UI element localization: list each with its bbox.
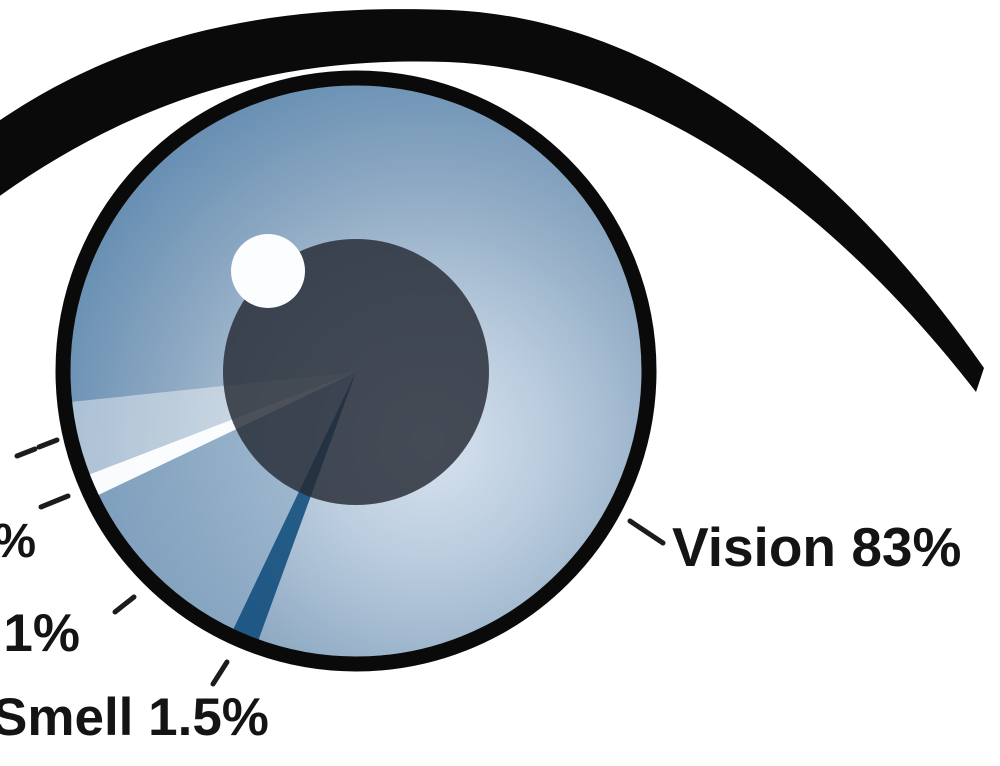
- leader-cutoff-label: [14, 437, 60, 459]
- highlight-icon: [231, 234, 305, 308]
- leader-1pct-fragment: [112, 594, 137, 615]
- leader-smell: [210, 659, 230, 687]
- iris-outline-ring: [55, 70, 657, 672]
- leader-pct-fragment: [38, 493, 71, 510]
- label-fragment-pct: %: [0, 515, 36, 568]
- label-fragment-1pct: 1%: [3, 604, 80, 663]
- vision-label: Vision 83%: [672, 516, 961, 578]
- leader-vision: [627, 518, 666, 546]
- smell-label: Smell 1.5%: [0, 688, 269, 747]
- pupil-circle: [223, 239, 489, 505]
